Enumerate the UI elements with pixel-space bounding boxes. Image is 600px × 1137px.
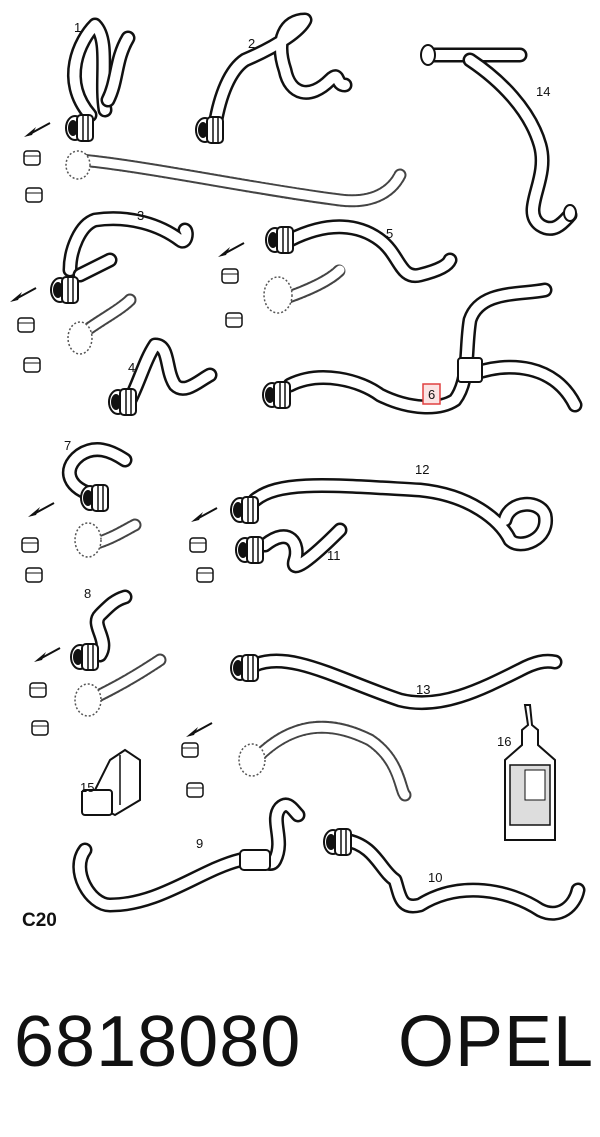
callout-8: 8 (84, 586, 91, 601)
part-10-hose (323, 828, 586, 921)
callout-1: 1 (74, 20, 81, 35)
part-16-bottle (504, 704, 556, 841)
brand-name: OPEL (398, 1002, 595, 1082)
callout-9: 9 (196, 836, 203, 851)
callout-10: 10 (428, 870, 442, 885)
diagram-code: C20 (22, 910, 57, 931)
callout-5: 5 (386, 226, 393, 241)
callout-6-box (422, 383, 441, 405)
part-2-hose (195, 12, 353, 144)
part-11-hose (235, 522, 348, 574)
part-13-hose (181, 653, 563, 802)
part-4-hose (108, 337, 218, 416)
part-7-hose (21, 442, 142, 583)
callout-11: 11 (327, 548, 341, 563)
callout-16: 16 (497, 734, 511, 749)
callout-6: 6 (428, 387, 435, 402)
part-9-hose (72, 797, 306, 913)
part-8-hose (29, 589, 167, 736)
part-1-hose (23, 17, 407, 208)
callout-13: 13 (416, 682, 430, 697)
callout-4: 4 (128, 360, 135, 375)
callout-3: 3 (137, 208, 144, 223)
callout-7: 7 (64, 438, 71, 453)
callout-labels: 1 2 3 4 5 6 7 8 9 10 11 12 13 14 15 16 C… (22, 20, 550, 931)
part-14-hose (420, 44, 578, 236)
callout-14: 14 (536, 84, 550, 99)
callout-15: 15 (80, 780, 94, 795)
part-number: 6818080 (14, 1002, 302, 1082)
part-3-hose (9, 211, 194, 373)
callout-2: 2 (248, 36, 255, 51)
part-5-hose (217, 219, 458, 328)
part-15-clamp (81, 748, 141, 817)
callout-12: 12 (415, 462, 429, 477)
part-12-hose (189, 478, 553, 583)
part-6-hose (262, 282, 583, 415)
